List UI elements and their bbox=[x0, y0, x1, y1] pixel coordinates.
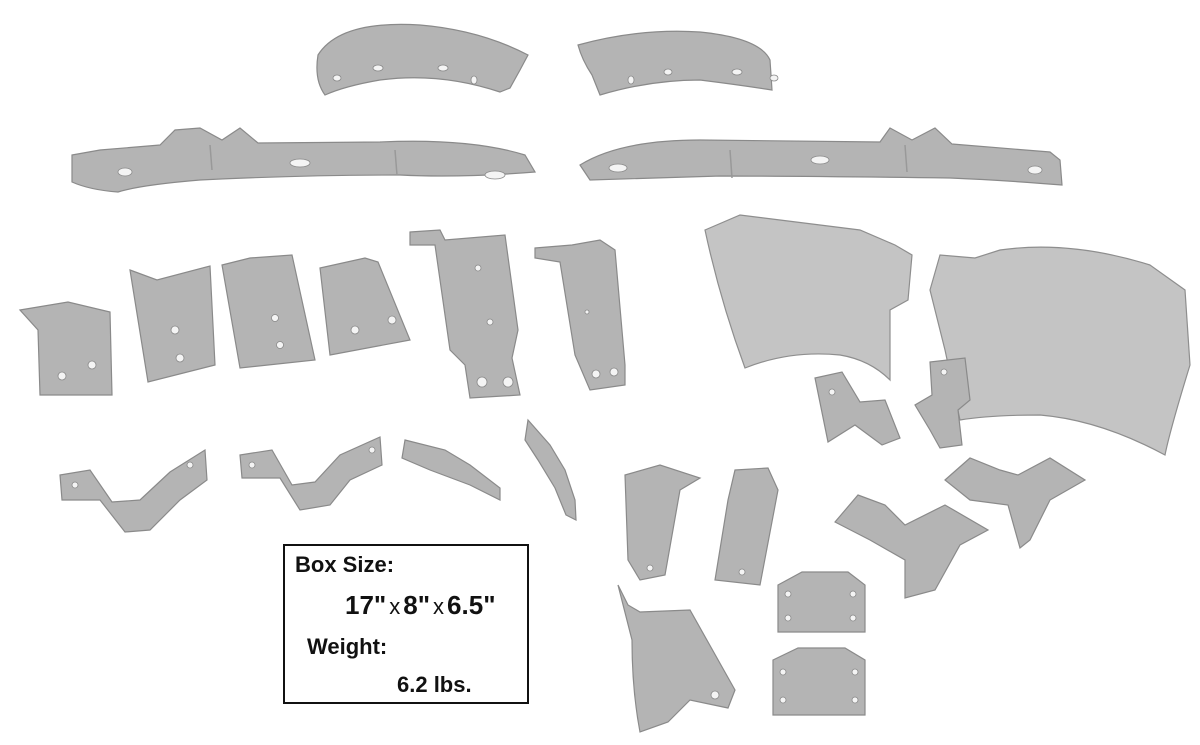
dim-separator: x bbox=[389, 594, 401, 619]
upper-curved-bracket-left bbox=[316, 23, 529, 96]
small-bracket-2 bbox=[129, 265, 216, 383]
small-bracket-4 bbox=[319, 257, 411, 356]
box-length: 17" bbox=[345, 590, 387, 620]
upper-curved-bracket-right bbox=[577, 30, 779, 96]
bent-strip-2 bbox=[524, 418, 577, 521]
box-height: 6.5" bbox=[447, 590, 496, 620]
z-bracket-small-1 bbox=[814, 371, 901, 446]
plate-bracket bbox=[409, 229, 521, 399]
weight-value: 6.2 lbs. bbox=[397, 672, 472, 697]
z-bracket-small-2 bbox=[914, 357, 971, 449]
large-panel-left bbox=[704, 214, 913, 382]
u-bracket-1 bbox=[624, 464, 702, 581]
z-bracket-1 bbox=[59, 448, 208, 533]
hat-bracket-2 bbox=[944, 457, 1087, 550]
mount-plate-2 bbox=[772, 647, 866, 716]
long-rail-left bbox=[71, 127, 537, 193]
tall-gusset bbox=[617, 584, 736, 733]
long-angle-bracket bbox=[534, 239, 626, 391]
weight-label: Weight: bbox=[307, 634, 388, 659]
dim-separator: x bbox=[433, 594, 445, 619]
box-width: 8" bbox=[403, 590, 431, 620]
z-bracket-2 bbox=[239, 436, 383, 511]
hat-bracket-1 bbox=[834, 494, 990, 599]
small-bracket-3 bbox=[221, 254, 316, 369]
bent-strip-1 bbox=[401, 439, 501, 501]
box-size-label: Box Size: bbox=[295, 552, 395, 577]
mount-plate-1 bbox=[777, 571, 866, 633]
long-rail-right bbox=[579, 127, 1063, 186]
large-panel-right bbox=[929, 246, 1191, 456]
u-bracket-2 bbox=[714, 467, 779, 586]
small-bracket-1 bbox=[18, 301, 113, 396]
